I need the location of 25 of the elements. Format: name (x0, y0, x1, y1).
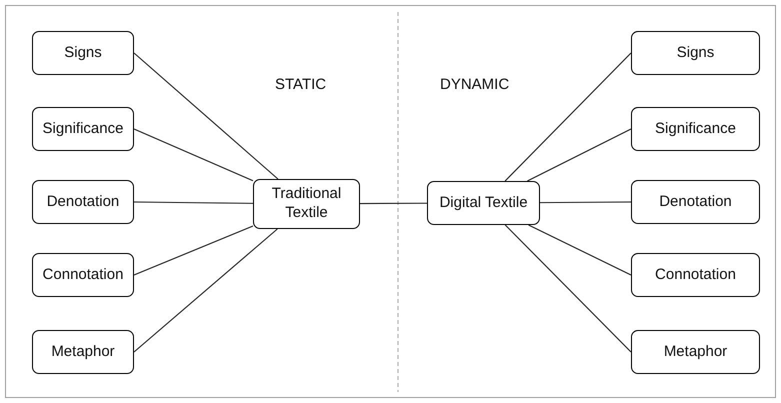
connector-line (134, 52, 278, 180)
connector-line (504, 52, 632, 182)
connector-line (360, 202, 427, 204)
connector-line (134, 228, 278, 352)
concept-box: Significance (32, 107, 134, 151)
connector-line (134, 226, 254, 276)
concept-box: Denotation (631, 180, 760, 224)
concept-box: Metaphor (631, 330, 760, 374)
connector-line (134, 128, 254, 182)
concept-box: Signs (631, 31, 760, 75)
concept-box: Metaphor (32, 330, 134, 374)
section-label: STATIC (275, 76, 326, 93)
section-label: DYNAMIC (440, 76, 510, 93)
concept-box: Traditional Textile (253, 179, 360, 229)
connector-line (134, 201, 253, 204)
connector-line (528, 224, 632, 276)
concept-box: Digital Textile (427, 181, 540, 225)
connector-line (504, 224, 632, 352)
concept-box: Connotation (32, 253, 134, 297)
concept-box: Significance (631, 107, 760, 151)
connector-line (540, 201, 631, 204)
concept-box: Denotation (32, 180, 134, 224)
concept-box: Connotation (631, 253, 760, 297)
concept-box: Signs (32, 31, 134, 75)
connector-line (527, 128, 632, 182)
